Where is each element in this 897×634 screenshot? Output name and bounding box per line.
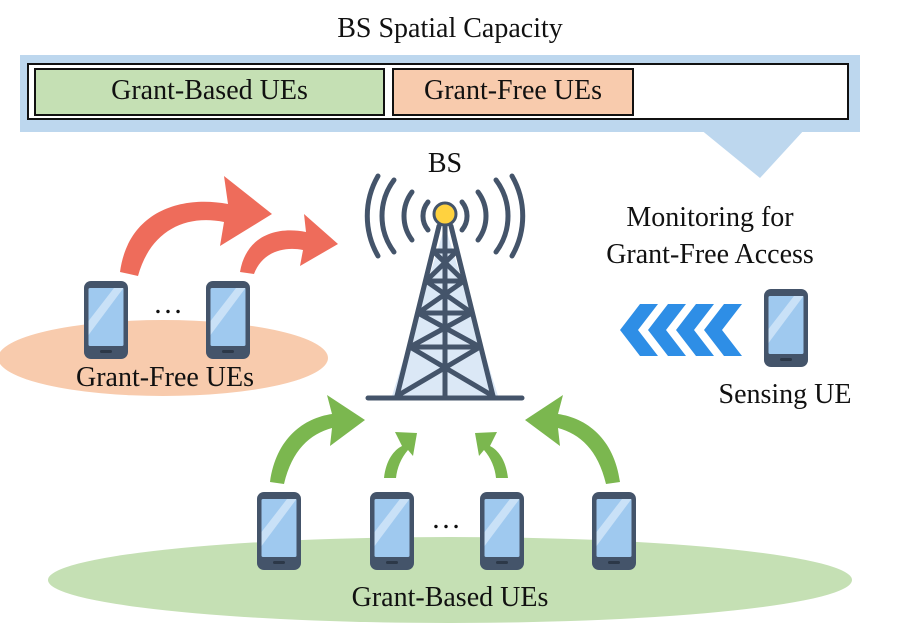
sensing-ue-label: Sensing UE: [718, 379, 852, 410]
smartphone-icon: [206, 281, 250, 359]
smartphone-icon: [84, 281, 128, 359]
smartphone-icon: [480, 492, 524, 570]
grant-based-capacity-bar: [34, 68, 385, 116]
smartphone-icon: [370, 492, 414, 570]
grant-free-group-label: Grant-Free UEs: [75, 362, 255, 393]
grant-based-group-label: Grant-Based UEs: [351, 582, 549, 613]
smartphone-icon: [764, 289, 808, 367]
grant-based-ellipsis: …: [431, 502, 461, 535]
curved-arrow-icon: [270, 395, 620, 484]
monitoring-label-line2: Grant-Free Access: [606, 239, 814, 270]
grant-free-ellipsis: …: [153, 287, 183, 320]
smartphone-icon: [592, 492, 636, 570]
capacity-title: BS Spatial Capacity: [337, 13, 563, 44]
grant-free-capacity-bar: [392, 68, 634, 116]
grant-free-capacity-label: Grant-Free UEs: [423, 75, 603, 106]
grant-based-capacity-label: Grant-Based UEs: [111, 75, 308, 106]
capacity-callout: [20, 55, 860, 178]
antenna-tower-icon: [364, 173, 526, 401]
grant-based-area: [48, 537, 852, 623]
curved-arrow-icon: [120, 176, 338, 276]
monitoring-label-line1: Monitoring for: [626, 202, 794, 233]
chevron-left-icon: [620, 304, 742, 356]
smartphone-icon: [257, 492, 301, 570]
bs-label: BS: [427, 148, 463, 179]
